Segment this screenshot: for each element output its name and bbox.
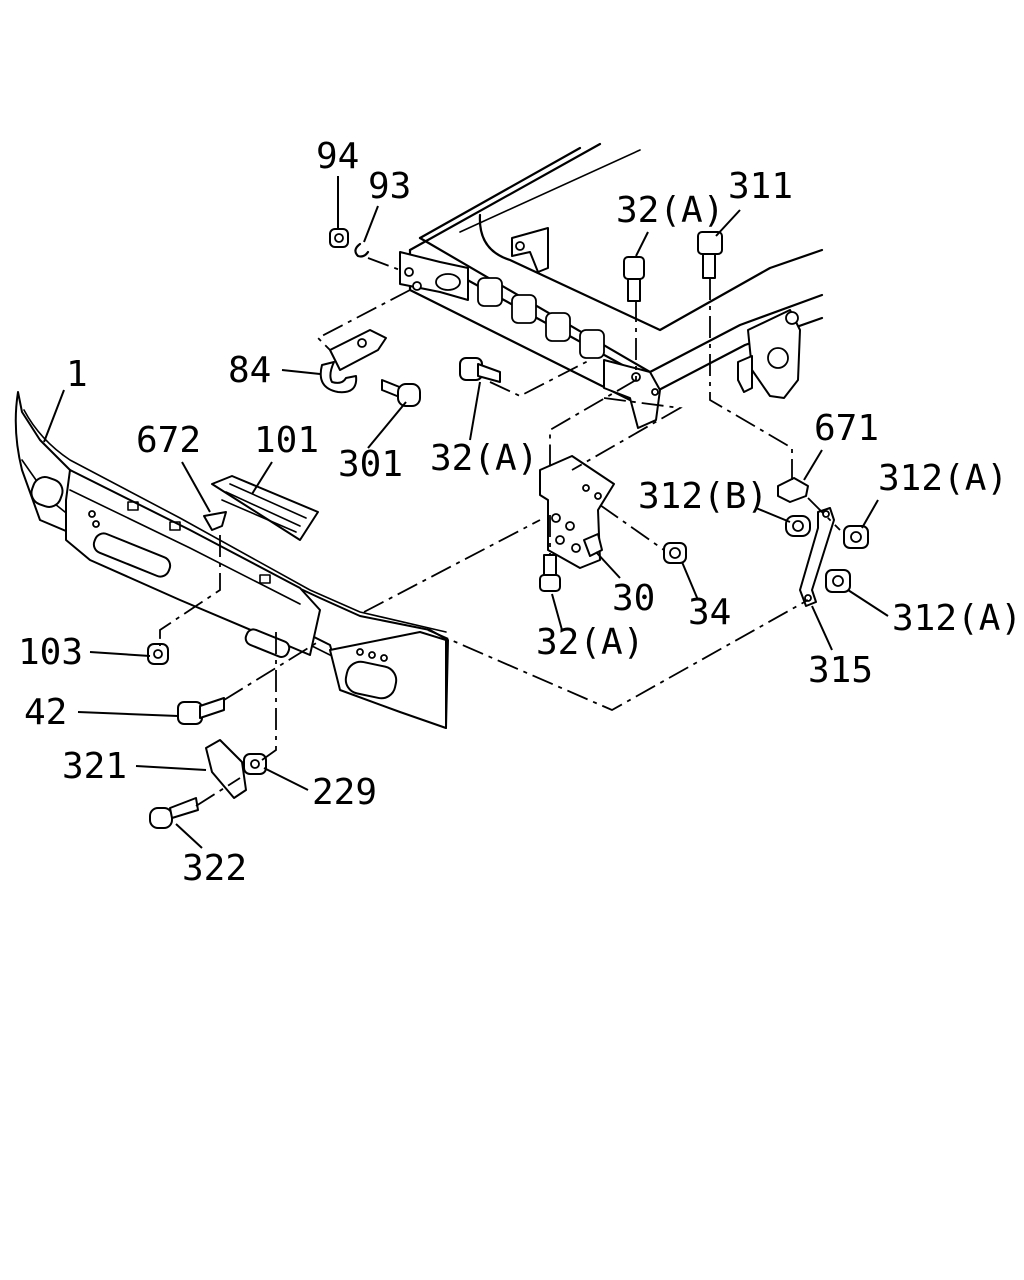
front-bumper [14,391,449,729]
part-84-tow-hook [319,329,387,394]
callout-94: 94 [316,136,359,177]
callout-311: 311 [728,166,793,207]
part-301-bolt [381,379,421,407]
callout-84: 84 [228,350,271,391]
callout-32a-top: 32(A) [616,190,724,231]
callout-301: 301 [338,444,403,485]
part-315-stay [799,507,835,607]
callout-103: 103 [18,632,83,673]
part-30-bracket [539,455,615,569]
part-32a-bolt-mid [459,357,501,383]
part-311-bolt [697,231,723,279]
part-32a-bolt-top [623,256,645,302]
callout-322: 322 [182,848,247,889]
callout-1: 1 [66,354,88,395]
callout-labels: 94 93 32(A) 311 84 1 672 101 301 32(A) 6… [18,136,1022,889]
part-94-nut [329,228,349,248]
part-42-bolt [177,697,225,725]
part-32a-bolt-low [539,554,561,592]
callout-229: 229 [312,772,377,813]
part-312a-nut-lower [825,569,851,593]
callout-42: 42 [24,692,67,733]
part-672-clip [203,511,227,531]
callout-34: 34 [688,592,731,633]
callout-312a-lower: 312(A) [892,598,1022,639]
callout-101: 101 [254,420,319,461]
callout-32a-low: 32(A) [536,622,644,663]
callout-672: 672 [136,420,201,461]
callout-312a-upper: 312(A) [878,458,1008,499]
part-321-plate [205,739,247,799]
callout-315: 315 [808,650,873,691]
part-312a-nut-upper [843,525,869,549]
callout-30: 30 [612,578,655,619]
assembly-lines [159,257,841,807]
chassis-frame [399,142,824,429]
part-312b-nut [785,515,811,537]
callout-32a-mid: 32(A) [430,438,538,479]
callout-671: 671 [814,408,879,449]
callout-93: 93 [368,166,411,207]
callout-312b: 312(B) [638,476,768,517]
part-34-nut [663,542,687,564]
part-103-nut [147,643,169,665]
part-322-bolt [149,797,199,829]
callout-321: 321 [62,746,127,787]
part-101-grille [211,475,319,541]
part-671-bracket [777,477,809,503]
part-229-nut [243,753,267,775]
leader-lines [43,176,889,849]
part-93-washer [354,242,370,258]
